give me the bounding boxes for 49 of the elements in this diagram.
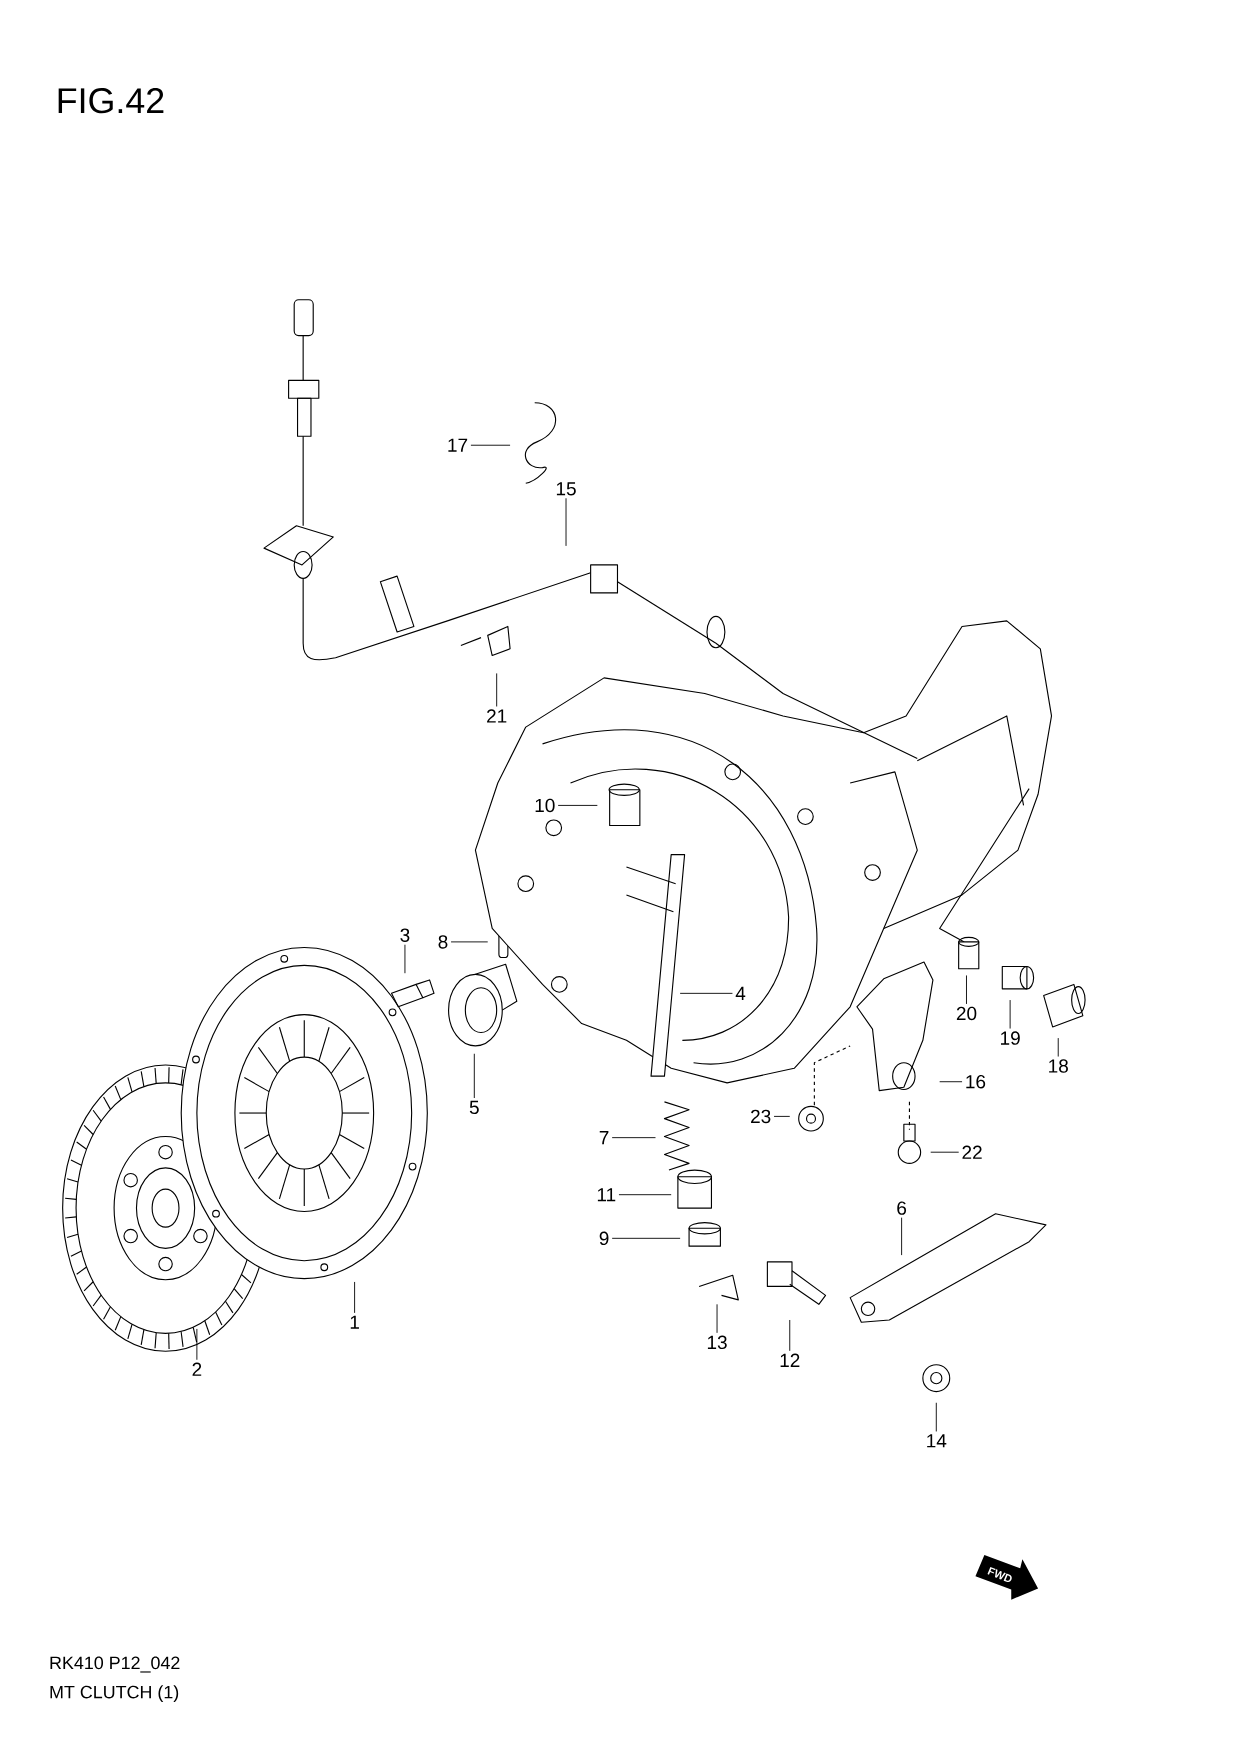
callout-number: 2 [192,1362,202,1376]
leader-line [773,1115,791,1117]
leader-line [496,672,498,707]
leader-line [966,975,968,1005]
callout-number: 20 [957,1006,977,1021]
callout-number: 7 [599,1131,609,1145]
callout-number: 13 [708,1335,727,1350]
callout-number: 9 [599,1231,609,1246]
leader-line [565,497,567,547]
callout-number: 12 [780,1353,800,1367]
leader-line [936,1402,937,1432]
callout-number: 3 [400,928,410,942]
leader-line [1009,999,1011,1029]
leader-line [611,1237,681,1239]
leader-line [618,1194,672,1196]
callout-number: 15 [557,482,576,496]
leader-line [450,941,489,943]
leader-line [196,1328,198,1361]
callout-number: 18 [1049,1059,1069,1073]
leader-line [611,1137,657,1139]
footer-text: MT CLUTCH (1) [50,1685,179,1702]
leader-line [716,1303,718,1334]
callout-number: 6 [897,1201,907,1215]
callout-number: 21 [487,709,507,723]
callout-number: 14 [927,1434,947,1448]
callout-number: 11 [598,1188,616,1202]
callout-number: 19 [1001,1031,1020,1045]
figure-title: FIG.42 [58,88,164,114]
callout-number: 1 [351,1315,360,1329]
leader-line [939,1081,963,1083]
leader-line [901,1217,903,1256]
callout-number: 22 [962,1145,982,1159]
callout-number: 17 [448,438,468,452]
leader-line [404,944,406,974]
callout-number: 16 [966,1075,986,1089]
leader-line [679,992,734,994]
leader-line [1058,1037,1059,1057]
footer-text: RK410 P12_042 [50,1656,180,1673]
callout-number: 23 [751,1109,771,1124]
leader-line [789,1319,791,1352]
callout-number: 4 [735,986,746,1000]
leader-line [930,1151,960,1153]
leader-line [354,1281,356,1314]
leader-line [470,444,511,446]
callout-number: 5 [470,1100,479,1115]
leader-line [474,1053,475,1099]
leader-line [557,804,598,806]
callout-number: 8 [438,935,448,949]
callout-number: 10 [535,798,555,813]
